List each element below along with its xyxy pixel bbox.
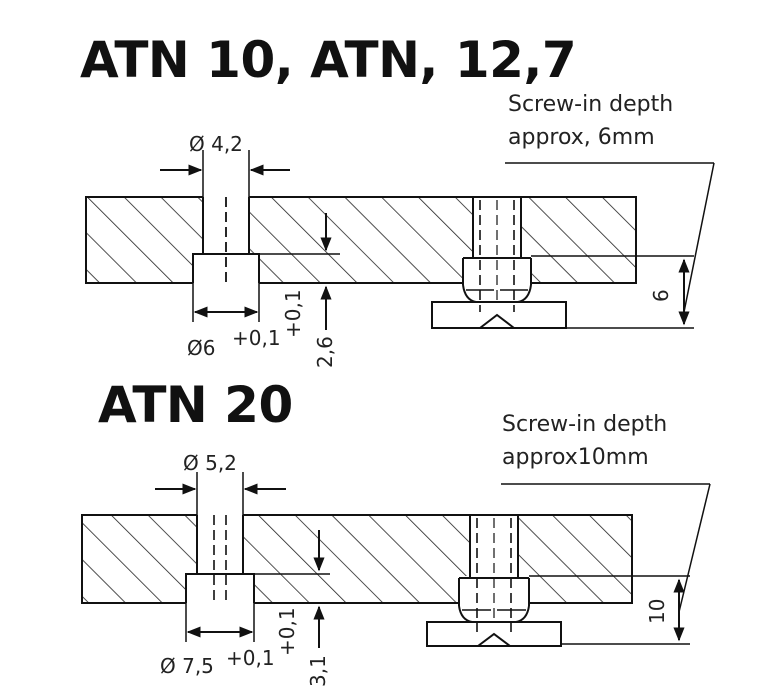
section1-title: ATN 10, ATN, 12,7: [80, 31, 577, 89]
section2-note-line1: Screw-in depth: [502, 412, 668, 437]
section1-tolerance-vertical-label: +0,1: [281, 289, 305, 338]
section1-screw-depth-dimension: 6: [505, 162, 715, 329]
section2-counterbore-diameter-label: Ø 7,5: [160, 654, 214, 678]
section1-note-line2: approx, 6mm: [508, 125, 655, 150]
section1-tolerance-label: +0,1: [232, 326, 281, 350]
section2-counterbore-depth-dimension: 3,1: [254, 530, 330, 687]
section2-counterbore-depth-label: 3,1: [306, 655, 330, 687]
section1-counterbore-diameter-dimension: Ø6 +0,1 +0,1: [187, 283, 305, 360]
section1-bore-hole: [192, 195, 260, 285]
section1-drawing: Ø 4,2 Ø6 +0,1 +0,1 2,6: [85, 132, 715, 368]
section2-counterbore-diameter-dimension: Ø 7,5 +0,1 +0,1: [160, 603, 299, 678]
section1-counterbore-diameter-label: Ø6: [187, 336, 215, 360]
section2-title: ATN 20: [98, 376, 293, 434]
section2-tolerance-vertical-label: +0,1: [275, 607, 299, 656]
section2-note-line2: approx10mm: [502, 445, 649, 470]
section2-drawing: Ø 5,2 Ø 7,5 +0,1 +0,1 3,1: [81, 451, 711, 687]
section2-inserted-nut: [426, 513, 562, 647]
section2-screw-depth-label: 10: [645, 599, 669, 624]
section1-hole-diameter-dimension: Ø 4,2: [160, 132, 290, 197]
section2-hole-diameter-dimension: Ø 5,2: [155, 451, 286, 515]
section1-screw-depth-label: 6: [649, 289, 673, 302]
section2-hole-diameter-label: Ø 5,2: [183, 451, 237, 475]
section1-counterbore-depth-label: 2,6: [313, 336, 337, 368]
section1-hole-diameter-label: Ø 4,2: [189, 132, 243, 156]
section2-bore-hole: [185, 513, 255, 605]
section2-tolerance-label: +0,1: [226, 646, 275, 670]
section2-screw-depth-note: Screw-in depth approx10mm: [502, 408, 667, 474]
section2-plate: [81, 514, 633, 604]
section1-note-line1: Screw-in depth: [508, 92, 674, 117]
section1-plate: [85, 196, 637, 284]
section1-counterbore-depth-dimension: 2,6: [259, 213, 340, 368]
section1-inserted-nut: [431, 195, 567, 329]
section1-screw-depth-note: Screw-in depth approx, 6mm: [508, 88, 673, 154]
section2-screw-depth-dimension: 10: [501, 483, 711, 645]
